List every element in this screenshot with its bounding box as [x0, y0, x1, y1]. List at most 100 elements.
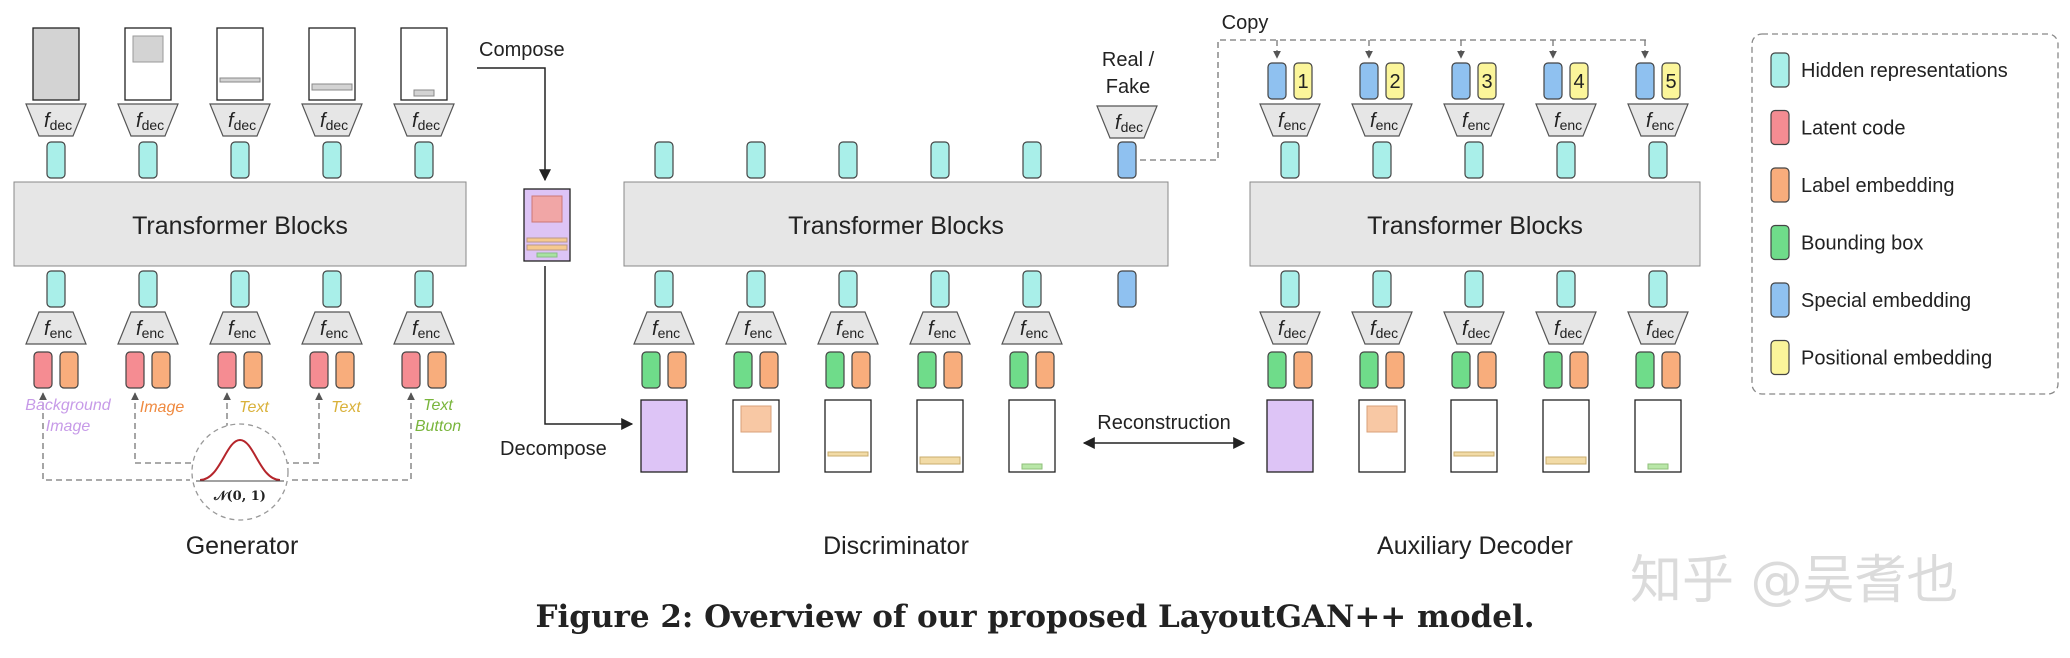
gen-fdec-5-subscript: dec — [418, 117, 441, 133]
disc-layout-background — [640, 399, 688, 473]
disc-hidden-bottom-3 — [838, 270, 858, 308]
disc-fenc-3-subscript: enc — [842, 325, 865, 341]
latent-arrow-2 — [131, 392, 195, 464]
aux-hidden-top-1 — [1280, 141, 1300, 179]
aux-fdec-1 — [1259, 311, 1321, 345]
aux-fdec-2-subscript: dec — [1376, 325, 1399, 341]
aux-hidden-bottom-1 — [1280, 270, 1300, 308]
legend-label-3: Label embedding — [1801, 175, 1954, 197]
disc-fenc-4-subscript: enc — [934, 325, 957, 341]
aux-layout-background — [1266, 399, 1314, 473]
aux-hidden-top-4 — [1556, 141, 1576, 179]
disc-layout-text-1 — [824, 399, 872, 473]
disc-fenc-2 — [725, 311, 787, 345]
disc-bbox-2 — [733, 351, 753, 389]
gen-fenc-4-subscript: enc — [326, 325, 349, 341]
gen-output-layout-3 — [216, 27, 264, 101]
aux-positional-4 — [1569, 62, 1589, 100]
aux-fenc-2 — [1351, 103, 1413, 137]
gen-output-layout-5 — [400, 27, 448, 101]
aux-fdec-5-subscript: dec — [1652, 325, 1675, 341]
gen-fdec-3 — [209, 103, 271, 137]
aux-position-number-4: 4 — [1573, 71, 1584, 93]
disc-hidden-top-4 — [930, 141, 950, 179]
copy-line — [1140, 39, 1647, 161]
aux-fenc-1-subscript: enc — [1284, 117, 1307, 133]
gen-fdec-1-subscript: dec — [50, 117, 73, 133]
aux-positional-1 — [1293, 62, 1313, 100]
disc-special-bottom — [1117, 270, 1137, 308]
disc-bbox-5 — [1009, 351, 1029, 389]
disc-fdec — [1096, 105, 1158, 139]
background-label-2: Image — [46, 418, 91, 435]
figure-caption: Figure 2: Overview of our proposed Layou… — [535, 599, 1534, 635]
gen-output-text-box-2 — [311, 83, 353, 91]
legend-swatch-2 — [1770, 109, 1790, 146]
aux-special-2 — [1359, 62, 1379, 100]
disc-fenc-4 — [909, 311, 971, 345]
compose-label: Compose — [479, 39, 565, 61]
composed-text-box-1 — [526, 237, 568, 243]
aux-fenc-4-subscript: enc — [1560, 117, 1583, 133]
legend-label-4: Bounding box — [1801, 233, 1923, 255]
aux-bbox-3 — [1451, 351, 1471, 389]
aux-fdec-5 — [1627, 311, 1689, 345]
discriminator-transformer-label: Transformer Blocks — [788, 212, 1004, 240]
disc-layout-button — [1008, 399, 1056, 473]
disc-label-embedding-2 — [759, 351, 779, 389]
decompose-arrow — [544, 266, 634, 430]
gen-fdec-1 — [25, 103, 87, 137]
disc-fenc-3 — [817, 311, 879, 345]
aux-positional-3 — [1477, 62, 1497, 100]
legend-swatch-1 — [1770, 52, 1790, 88]
aux-fenc-5-subscript: enc — [1652, 117, 1675, 133]
gen-output-text-box-1 — [219, 77, 261, 83]
aux-special-3 — [1451, 62, 1471, 100]
composed-image-box — [531, 195, 563, 223]
gen-fdec-2 — [117, 103, 179, 137]
generator-transformer-label: Transformer Blocks — [132, 212, 348, 240]
gen-fenc-1 — [25, 311, 87, 345]
aux-position-number-5: 5 — [1665, 71, 1676, 93]
disc-fdec-subscript: dec — [1121, 119, 1144, 135]
aux-special-5 — [1635, 62, 1655, 100]
aux-positional-2 — [1385, 62, 1405, 100]
aux-hidden-bottom-3 — [1464, 270, 1484, 308]
legend-box — [1751, 33, 2059, 395]
disc-hidden-top-2 — [746, 141, 766, 179]
aux-fenc-3-subscript: enc — [1468, 117, 1491, 133]
auxiliary-transformer-label: Transformer Blocks — [1367, 212, 1583, 240]
gen-fenc-1-subscript: enc — [50, 325, 73, 341]
gen-latent-code-3 — [217, 351, 237, 389]
gen-latent-code-5 — [401, 351, 421, 389]
disc-special-top — [1117, 141, 1137, 179]
gen-label-embedding-3 — [243, 351, 263, 389]
composed-button-box — [536, 252, 558, 258]
aux-bbox-4 — [1543, 351, 1563, 389]
composed-text-box-2 — [526, 244, 568, 251]
aux-label-embedding-5 — [1661, 351, 1681, 389]
aux-hidden-top-3 — [1464, 141, 1484, 179]
legend-label-2: Latent code — [1801, 118, 1906, 140]
aux-fdec-4-subscript: dec — [1560, 325, 1583, 341]
generator-transformer-block — [13, 181, 467, 267]
gen-fenc-2 — [117, 311, 179, 345]
disc-label-embedding-3 — [851, 351, 871, 389]
aux-fenc-2-subscript: enc — [1376, 117, 1399, 133]
disc-label-embedding-4 — [943, 351, 963, 389]
image-label: Image — [140, 399, 185, 416]
aux-bbox-5 — [1635, 351, 1655, 389]
disc-text-box-1 — [827, 451, 869, 457]
aux-position-number-2: 2 — [1389, 71, 1400, 93]
legend-label-5: Special embedding — [1801, 290, 1971, 312]
legend-label-1: Hidden representations — [1801, 60, 2008, 82]
gen-hidden-top-2 — [138, 141, 158, 179]
aux-fdec-1-subscript: dec — [1284, 325, 1307, 341]
fake-label: Fake — [1106, 76, 1150, 98]
disc-hidden-top-3 — [838, 141, 858, 179]
aux-label-embedding-3 — [1477, 351, 1497, 389]
disc-button-box — [1021, 463, 1043, 470]
gen-fenc-5 — [393, 311, 455, 345]
gen-hidden-top-1 — [46, 141, 66, 179]
